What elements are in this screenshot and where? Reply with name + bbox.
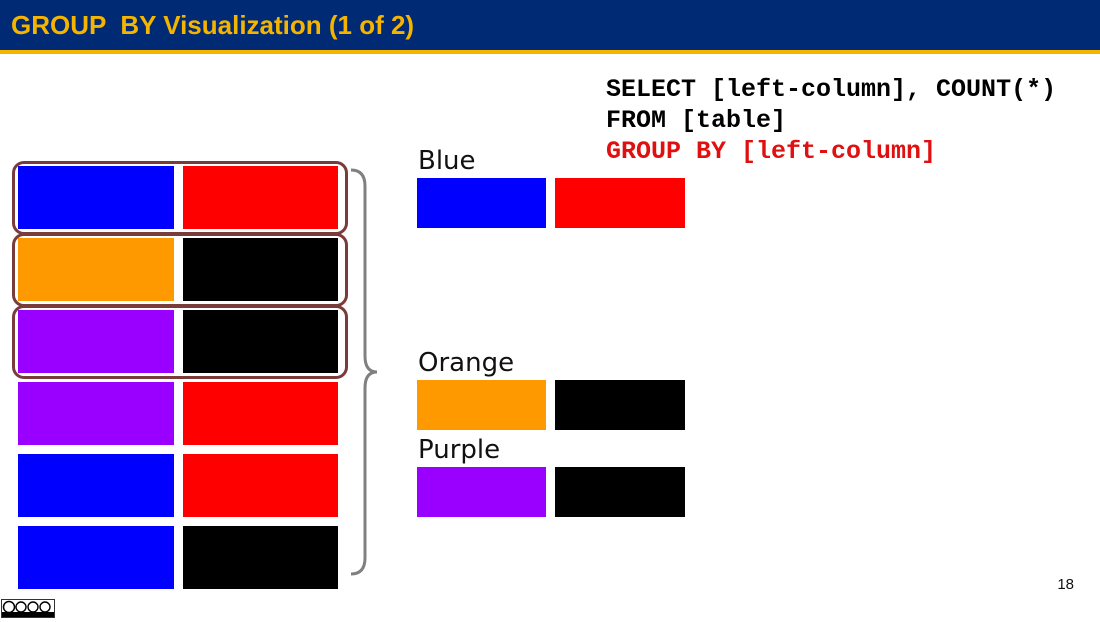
group-cell-right: [555, 178, 685, 228]
group-outline: [12, 161, 348, 235]
sql-line-group-by: GROUP BY [left-column]: [606, 137, 937, 166]
cc-by-nc-sa-icon: [1, 599, 55, 618]
table-cell-right: [183, 382, 338, 445]
group-cell-left: [417, 178, 546, 228]
group-label: Orange: [418, 348, 515, 378]
group-outline: [12, 233, 348, 307]
sql-line-from: FROM [table]: [606, 106, 787, 135]
table-cell-left: [18, 526, 174, 589]
group-cell-left: [417, 380, 546, 430]
group-label: Blue: [418, 146, 476, 176]
title-bar: GROUP BY Visualization (1 of 2): [0, 0, 1100, 54]
brace-icon: [350, 168, 378, 576]
group-cell-right: [555, 380, 685, 430]
slide-title: GROUP BY Visualization (1 of 2): [11, 10, 415, 40]
table-cell-left: [18, 310, 174, 373]
table-cell-left: [18, 454, 174, 517]
group-cell-left: [417, 467, 546, 517]
page-number: 18: [1057, 576, 1074, 593]
table-cell-right: [183, 454, 338, 517]
sql-line-select: SELECT [left-column], COUNT(*): [606, 75, 1057, 104]
table-cell-left: [18, 166, 174, 229]
table-cell-left: [18, 238, 174, 301]
group-cell-right: [555, 467, 685, 517]
table-cell-right: [183, 238, 338, 301]
table-cell-right: [183, 166, 338, 229]
table-cell-right: [183, 310, 338, 373]
group-outline: [12, 305, 348, 379]
group-label: Purple: [418, 435, 501, 465]
table-cell-left: [18, 382, 174, 445]
table-cell-right: [183, 526, 338, 589]
sql-query: SELECT [left-column], COUNT(*) FROM [tab…: [606, 74, 1056, 167]
